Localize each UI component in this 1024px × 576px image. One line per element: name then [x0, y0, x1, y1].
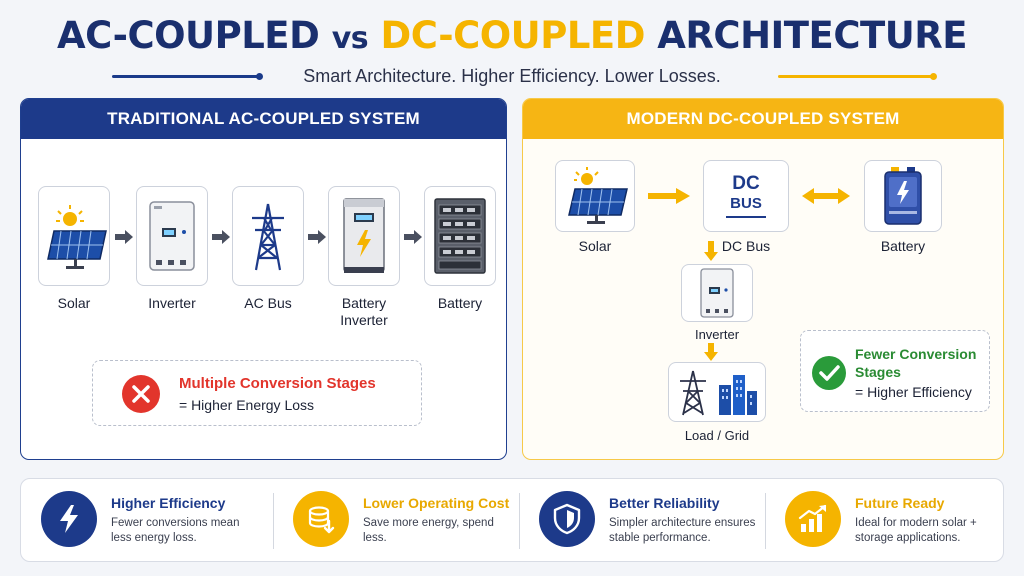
feature-divider — [273, 493, 274, 549]
dc-bus-box-line2: BUS — [730, 195, 762, 212]
inverter-icon — [700, 268, 734, 318]
feature-title: Better Reliability — [609, 495, 720, 511]
ac-arrow-2 — [212, 230, 230, 244]
ac-label-solar: Solar — [57, 295, 91, 311]
ac-arrow-3 — [308, 230, 326, 244]
dc-note-body: = Higher Efficiency — [855, 384, 972, 400]
feature-text: Ideal for modern solar + storage applica… — [855, 517, 977, 544]
feature-better-reliability: Better Reliability Simpler architecture … — [519, 479, 765, 563]
grid-city-icon — [680, 370, 757, 416]
dc-node-inverter — [681, 264, 753, 322]
feature-text: Fewer conversions mean less energy loss. — [111, 517, 240, 544]
transmission-tower-icon — [252, 203, 284, 271]
title-ac-coupled: AC-COUPLED — [56, 14, 320, 57]
dc-label-solar: Solar — [578, 238, 612, 254]
ac-note-title: Multiple Conversion Stages — [179, 375, 376, 392]
battery-inverter-icon — [343, 198, 385, 273]
dc-arrow-bus-to-inverter — [704, 241, 718, 261]
dc-label-battery: Battery — [880, 238, 926, 254]
dc-node-battery — [864, 160, 942, 232]
page-title: AC-COUPLED vs DC-COUPLED ARCHITECTURE — [0, 12, 1024, 63]
dc-arrow-bus-battery — [802, 188, 850, 204]
subtitle-rule-right — [778, 75, 932, 78]
ac-label-inverter: Inverter — [148, 295, 196, 311]
dc-label-load-grid: Load / Grid — [684, 428, 750, 443]
benefits-strip: Higher Efficiency Fewer conversions mean… — [20, 478, 1004, 562]
dc-node-load-grid — [668, 362, 766, 422]
dc-note-box: Fewer Conversion Stages = Higher Efficie… — [800, 330, 990, 412]
lightning-icon — [41, 491, 97, 547]
checkmark-icon — [812, 356, 846, 390]
battery-icon — [884, 167, 922, 225]
ac-stage-solar — [38, 186, 110, 286]
feature-divider — [519, 493, 520, 549]
feature-title: Lower Operating Cost — [363, 495, 510, 511]
ac-stage-battery — [424, 186, 496, 286]
ac-panel-heading: TRADITIONAL AC-COUPLED SYSTEM — [21, 99, 506, 139]
ac-stage-ac-bus — [232, 186, 304, 286]
dc-bus-underline — [726, 216, 766, 218]
shield-icon — [539, 491, 595, 547]
dc-node-dc-bus: DC BUS — [703, 160, 789, 232]
ac-arrow-1 — [115, 230, 133, 244]
ac-note-box: Multiple Conversion Stages = Higher Ener… — [92, 360, 422, 426]
ac-note-body: = Higher Energy Loss — [179, 397, 315, 413]
dc-node-solar — [555, 160, 635, 232]
solar-panel-icon — [568, 167, 628, 224]
ac-arrow-4 — [404, 230, 422, 244]
dc-label-dc-bus: DC Bus — [721, 238, 771, 254]
subtitle-row: Smart Architecture. Higher Efficiency. L… — [0, 64, 1024, 88]
subtitle-dot-right — [930, 73, 937, 80]
feature-divider — [765, 493, 766, 549]
subtitle-dot-left — [256, 73, 263, 80]
error-x-icon — [122, 375, 160, 413]
dc-bus-box-line1: DC — [732, 173, 760, 194]
title-architecture: ARCHITECTURE — [657, 14, 968, 57]
subtitle-rule-left — [112, 75, 260, 78]
feature-text: Simpler architecture ensures stable perf… — [609, 517, 756, 544]
solar-panel-icon — [47, 205, 107, 269]
ac-label-battery-inverter: Battery Inverter — [340, 295, 388, 328]
feature-future-ready: Future Ready Ideal for modern solar + st… — [765, 479, 1011, 563]
ac-label-ac-bus: AC Bus — [244, 295, 292, 311]
dc-arrow-solar-to-bus — [648, 188, 690, 204]
inverter-icon — [149, 201, 195, 271]
battery-rack-icon — [434, 198, 486, 274]
feature-lower-operating-cost: Lower Operating Cost Save more energy, s… — [273, 479, 519, 563]
dc-arrow-inverter-to-load — [704, 343, 718, 361]
ac-stage-inverter — [136, 186, 208, 286]
dc-label-inverter: Inverter — [694, 327, 740, 342]
title-vs: vs — [331, 21, 369, 56]
dc-note-title: Fewer Conversion Stages — [855, 346, 977, 380]
title-dc-coupled: DC-COUPLED — [380, 14, 646, 57]
growth-chart-icon — [785, 491, 841, 547]
coins-icon — [293, 491, 349, 547]
feature-title: Higher Efficiency — [111, 495, 226, 511]
feature-text: Save more energy, spend less. — [363, 517, 494, 544]
ac-label-battery: Battery — [437, 295, 483, 311]
feature-title: Future Ready — [855, 495, 945, 511]
dc-panel-heading: MODERN DC-COUPLED SYSTEM — [523, 99, 1003, 139]
subtitle: Smart Architecture. Higher Efficiency. L… — [303, 66, 721, 86]
feature-higher-efficiency: Higher Efficiency Fewer conversions mean… — [21, 479, 267, 563]
ac-stage-battery-inverter — [328, 186, 400, 286]
